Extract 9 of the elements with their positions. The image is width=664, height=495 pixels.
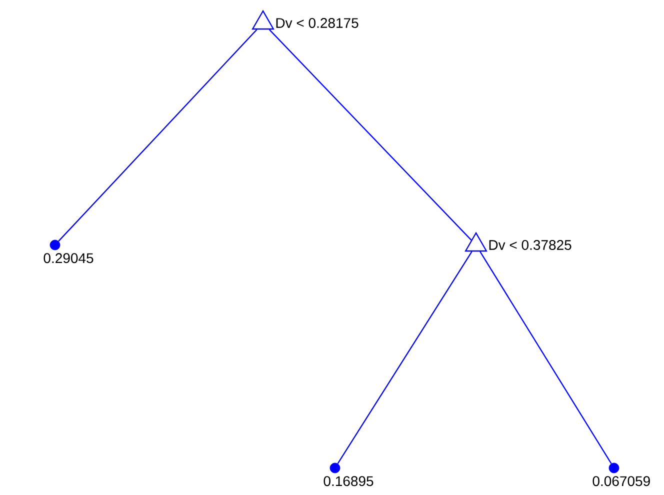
branch-line (337, 251, 472, 464)
node-label: 0.067059 (592, 476, 650, 486)
node-label: Dv < 0.37825 (489, 240, 572, 250)
branch-line (268, 29, 472, 240)
node-label: 0.16895 (324, 476, 374, 486)
branch-line (58, 29, 258, 242)
branch-line (480, 251, 612, 464)
node-label: Dv < 0.28175 (276, 18, 358, 28)
node-label: 0.29045 (44, 253, 94, 264)
